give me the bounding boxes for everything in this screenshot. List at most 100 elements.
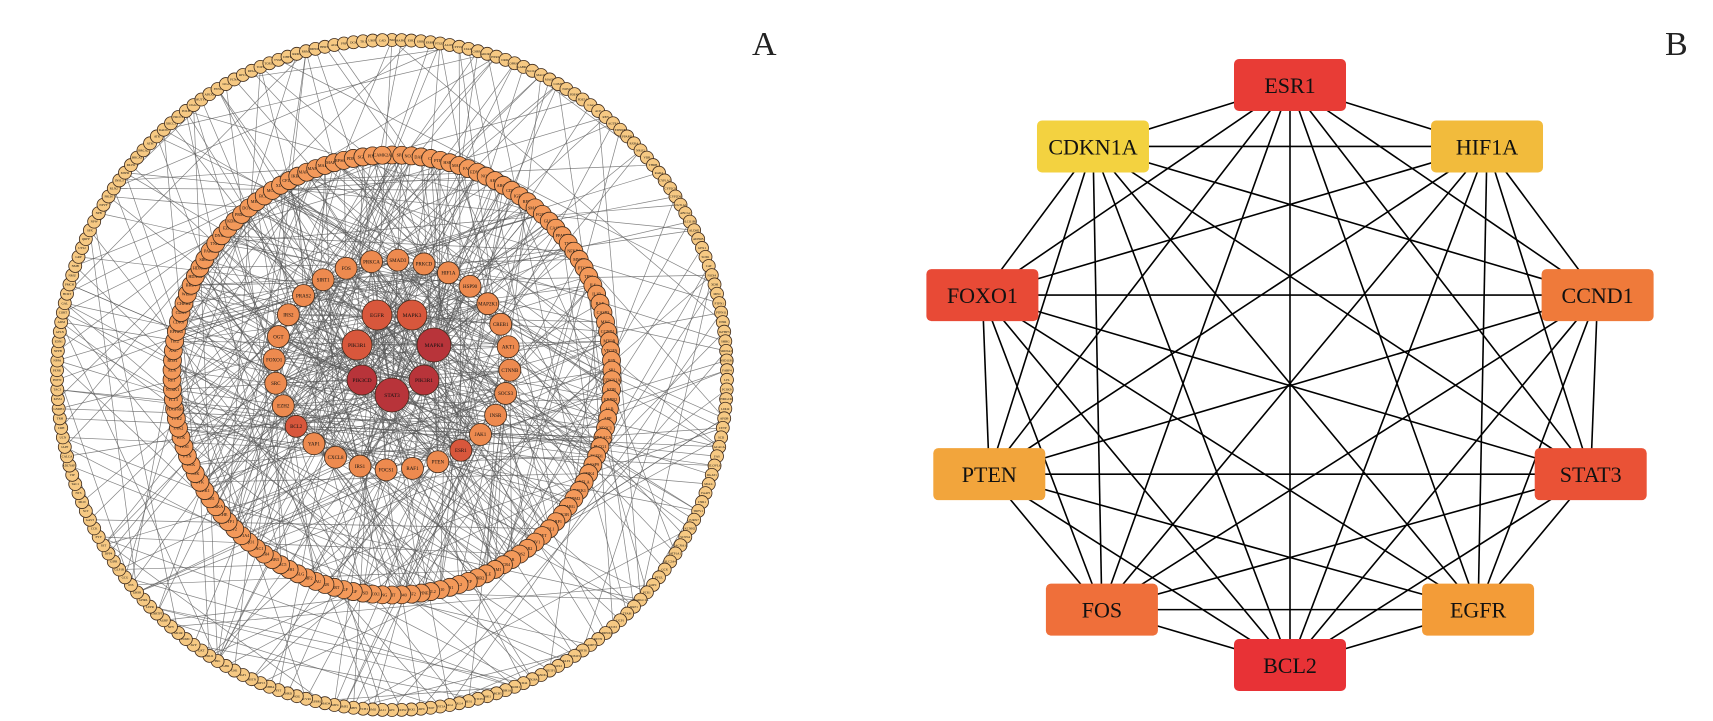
node-label: GRP (75, 255, 81, 259)
edge-a (174, 340, 284, 407)
edge-a (234, 154, 393, 529)
node-label: DNMT1 (215, 233, 229, 238)
node-circle (292, 284, 315, 307)
outer-node: DKK1 (404, 702, 419, 717)
node-label: HSPB1 (443, 160, 456, 165)
node-circle (324, 445, 347, 469)
node-label: POMC (181, 637, 190, 641)
edge-b (1101, 473, 1591, 611)
node-label: MDM2 (568, 496, 581, 501)
node-label: XRCC1 (166, 121, 177, 125)
node-label: XDH (711, 283, 719, 287)
node-circle (496, 335, 520, 359)
hub-gene-node-ccnd1: CCND1 (1541, 269, 1654, 322)
edge-a (412, 468, 504, 565)
node-label: MAOA (536, 73, 546, 77)
node-label: DOT1L (242, 205, 256, 210)
node-label: SIRT3 (199, 257, 210, 262)
edge-a (588, 473, 628, 614)
node-label: IMPDH1 (310, 47, 322, 51)
node-label: RRM1 (292, 52, 301, 56)
edge-a (234, 456, 336, 530)
edge-b (1092, 145, 1592, 475)
node-label: ABCB5 (491, 691, 502, 695)
edge-a (297, 427, 723, 575)
edge-a (611, 196, 676, 361)
node-label: PCNA (230, 78, 239, 82)
node-label: PRLR (205, 654, 214, 658)
node-label: PYY (96, 535, 103, 539)
panel-a-letter: A (752, 26, 777, 63)
edge-a (221, 235, 574, 252)
edge-a (173, 314, 289, 400)
node-circle (484, 403, 508, 427)
node-label: PTCH1 (358, 707, 368, 711)
node-label: PRKCA (363, 260, 380, 265)
edge-a (433, 51, 479, 346)
edge-b (1289, 146, 1488, 666)
inner-node: YAP1 (302, 432, 326, 456)
edge-a (180, 437, 383, 596)
node-label: TERT (329, 585, 340, 590)
inner-node: PRKCD (412, 252, 436, 276)
edge-b (981, 294, 1479, 611)
node-label: CAV1 (530, 540, 540, 545)
edge-a (324, 46, 403, 156)
node-label: DAPK1 (414, 154, 428, 159)
edge-b (982, 294, 1591, 475)
node-label: RARA (655, 171, 665, 175)
node-label: INSL3 (115, 179, 124, 183)
node-label: SRD5A2 (720, 349, 732, 353)
node-label: CAMK2A (373, 153, 391, 158)
inner-node: IRS2 (276, 303, 300, 327)
node-label: SOX2 (554, 664, 562, 668)
node-label: MTOR (603, 339, 615, 344)
node-circle (498, 358, 522, 382)
edge-a (62, 312, 648, 593)
hub-gene-label: BCL2 (1263, 653, 1317, 678)
node-label: SOCS3 (498, 392, 514, 397)
node-label: MSH2 (121, 171, 130, 175)
inner-node: RAF1 (401, 457, 424, 480)
node-label: CNR1 (698, 500, 707, 504)
node-label: IL2 (456, 582, 462, 587)
node-label: GRB2 (417, 39, 426, 43)
edge-a (611, 389, 676, 554)
node-label: ADA (331, 43, 339, 47)
node-label: SGK1 (358, 154, 368, 159)
node-label: VDR (644, 156, 652, 160)
node-label: NPY (168, 625, 175, 629)
node-label: GHRL (139, 598, 148, 602)
node-circle (346, 364, 378, 396)
node-label: LPL (724, 378, 730, 382)
node-label: REN (602, 115, 609, 119)
node-label: SHH (350, 706, 357, 710)
edge-a (217, 88, 425, 381)
node-label: CHEK1 (572, 488, 586, 493)
edge-a (334, 162, 613, 371)
node-circle (374, 377, 410, 413)
edge-a (193, 105, 218, 662)
edge-a (273, 359, 403, 595)
inner-node: BCL2 (284, 414, 308, 438)
node-label: PRL (215, 659, 221, 663)
node-label: CDKN1A (603, 377, 620, 382)
node-label: TGFBR1 (310, 699, 322, 703)
hub-node: MAPK3 (396, 299, 428, 331)
node-label: SP1 (609, 368, 616, 373)
edge-a (256, 201, 361, 467)
edge-a (187, 168, 317, 456)
hub-gene-label: EGFR (1450, 598, 1507, 623)
edge-a (505, 393, 563, 515)
edge-a (124, 172, 307, 699)
node-label: ESR2 (523, 546, 533, 551)
node-label: PRKACA (594, 435, 611, 440)
edge-a (199, 220, 550, 483)
edge-a (170, 123, 512, 560)
node-label: TYK2 (171, 416, 182, 421)
node-label: CORT (59, 311, 67, 315)
edge-a (173, 56, 497, 400)
edge-a (420, 156, 439, 462)
node-label: RELA (579, 480, 590, 485)
node-label: PIK3CD (352, 378, 371, 384)
